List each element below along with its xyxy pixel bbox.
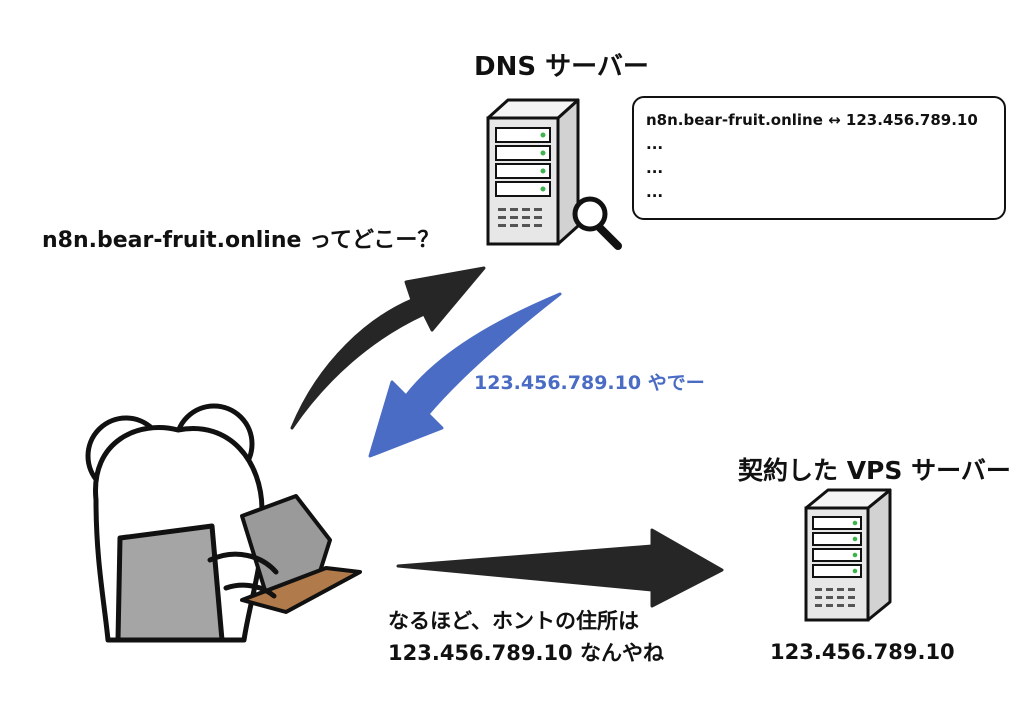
query-arrow <box>290 266 486 430</box>
realization-line-2: 123.456.789.10 なんやね <box>388 641 664 665</box>
query-label: n8n.bear-fruit.online ってどこー？ <box>42 228 440 253</box>
magnifying-glass-icon <box>572 196 622 250</box>
bear-with-laptop-illustration <box>85 403 362 643</box>
realization-line-1: なるほど、ホントの住所は <box>388 609 639 633</box>
dns-record-row: ... <box>646 135 664 153</box>
dns-server-title: DNS サーバー <box>474 52 649 82</box>
access-arrow <box>396 528 724 608</box>
dns-server-icon <box>486 98 580 246</box>
vps-server-ip: 123.456.789.10 <box>770 640 955 664</box>
answer-arrow <box>368 292 562 458</box>
realization-label: なるほど、ホントの住所は 123.456.789.10 なんやね <box>388 605 664 669</box>
dns-record-row: ... <box>646 183 664 201</box>
vps-server-icon <box>804 488 892 622</box>
dns-record-row: n8n.bear-fruit.online ↔ 123.456.789.10 <box>646 111 978 129</box>
answer-label: 123.456.789.10 やでー <box>474 372 705 394</box>
dns-record-table: n8n.bear-fruit.online ↔ 123.456.789.10 .… <box>632 96 1006 220</box>
dns-record-row: ... <box>646 159 664 177</box>
vps-server-title: 契約した VPS サーバー <box>738 456 1011 485</box>
